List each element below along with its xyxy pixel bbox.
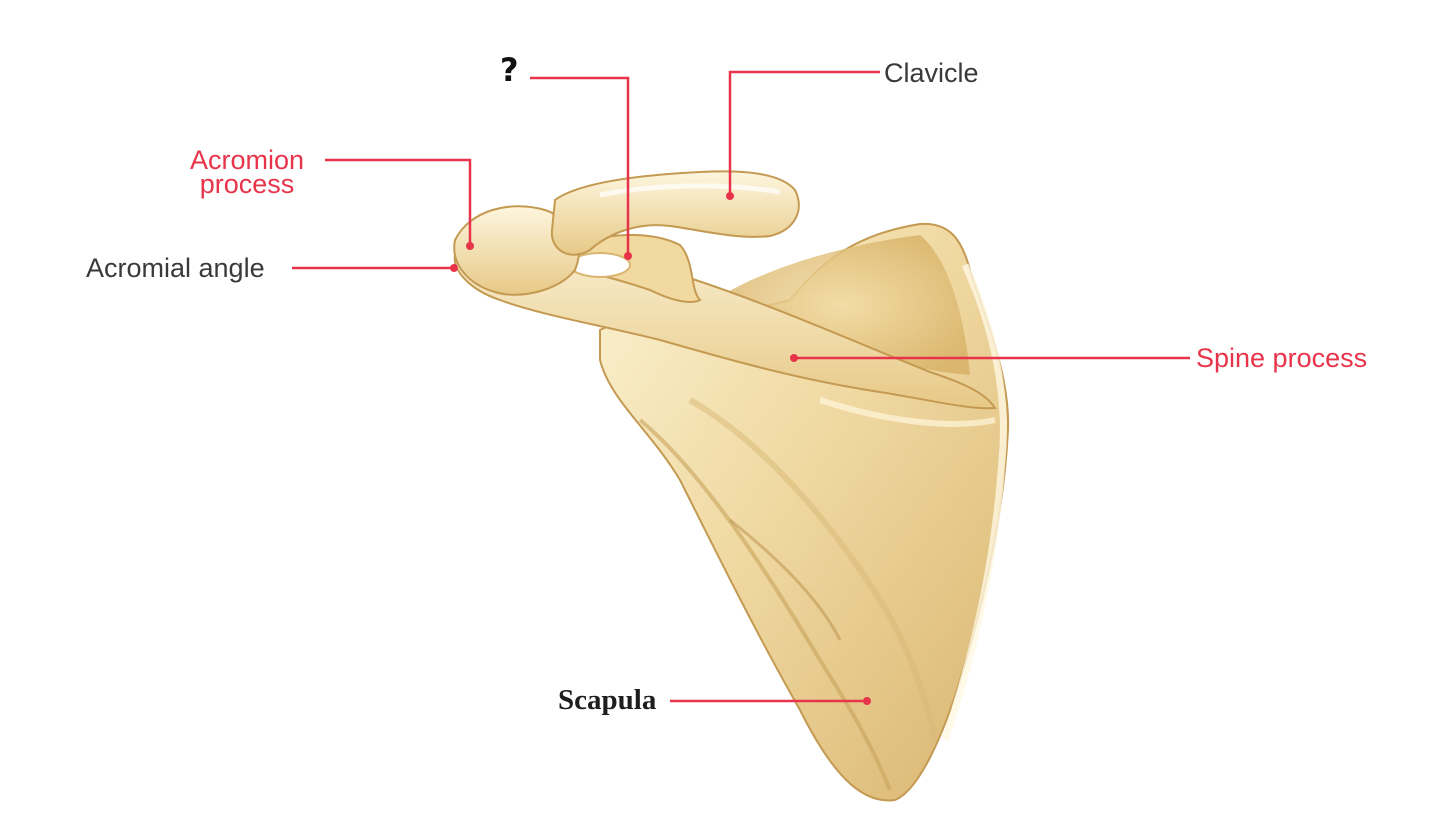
point-clavicle [726, 192, 734, 200]
point-acromion [466, 242, 474, 250]
blade-ridge [819, 397, 996, 427]
label-unknown: ? [500, 51, 519, 89]
coracoid-process [564, 234, 702, 303]
blade-ridge [688, 397, 938, 741]
blade-ridge [729, 518, 842, 641]
leader-line-unknown [530, 76, 630, 255]
leader-line-acromion [325, 158, 472, 246]
leader-line-clavicle [728, 70, 880, 196]
leader-lines [292, 70, 1190, 703]
point-spine-process [790, 354, 798, 362]
point-unknown [624, 252, 632, 260]
clavicle-shading [599, 183, 781, 198]
label-acromion-line2: process [199, 169, 295, 200]
medial-border [941, 263, 1007, 742]
label-acromion-line1: Acromion [190, 145, 305, 175]
blade-ridge [638, 418, 892, 791]
point-scapula [863, 697, 871, 705]
label-acromial-angle: Acromial angle [86, 253, 265, 283]
supraspinous-fossa [715, 235, 970, 375]
label-clavicle: Clavicle [884, 58, 979, 88]
label-acromion-process: Acromion process [190, 145, 305, 200]
label-scapula: Scapula [558, 684, 657, 716]
label-spine-process: Spine process [1196, 343, 1368, 373]
point-acromial-angle [450, 264, 458, 272]
acromion [453, 205, 580, 296]
leader-points [450, 192, 871, 705]
